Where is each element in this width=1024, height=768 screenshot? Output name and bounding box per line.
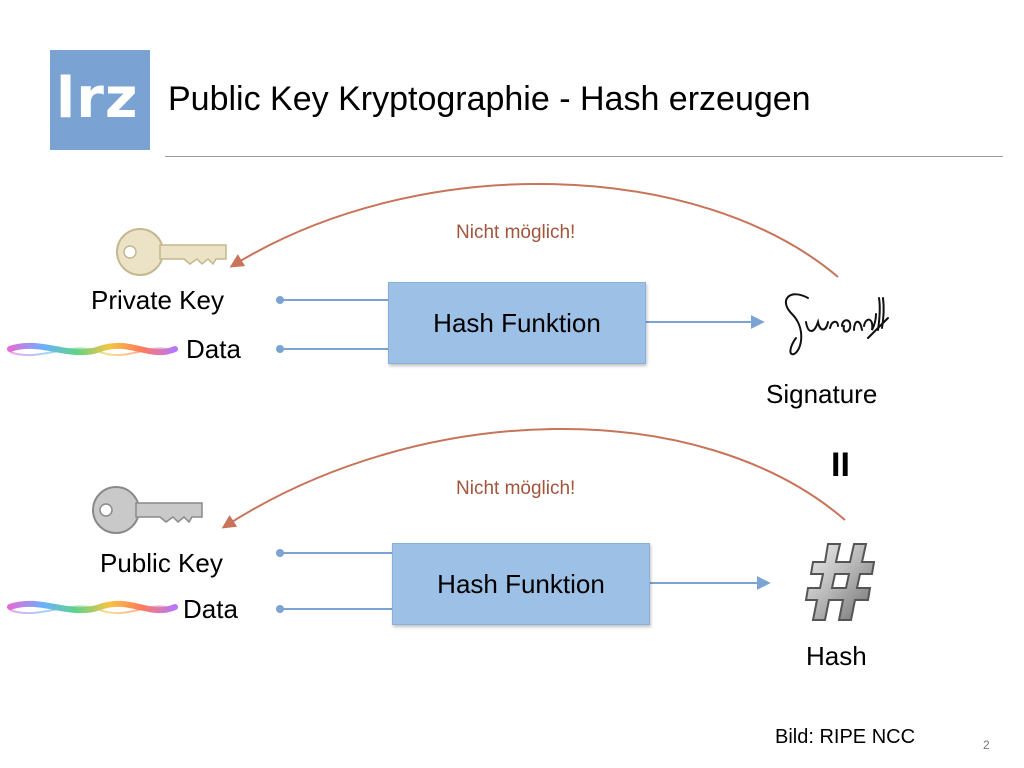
hash-label: Hash — [806, 641, 867, 671]
bottom-not-possible-note: Nicht möglich! — [456, 478, 576, 499]
bottom-return-arrow — [221, 427, 846, 529]
top-data-label: Data — [186, 334, 241, 364]
key-icon — [116, 228, 227, 276]
data-stream-icon — [7, 342, 178, 357]
title-divider — [165, 156, 1003, 157]
public-key-label: Public Key — [100, 548, 223, 578]
equals-sign: II — [831, 446, 850, 484]
top-hash-function-label: Hash Funktion — [433, 307, 601, 338]
hash-icon — [804, 543, 876, 621]
data-stream-icon — [7, 600, 178, 615]
bottom-hash-function-box: Hash Funktion — [392, 543, 650, 625]
private-key-label: Private Key — [91, 285, 224, 315]
top-not-possible-note: Nicht möglich! — [456, 222, 576, 243]
bottom-hash-function-label: Hash Funktion — [437, 568, 605, 599]
slide-title: Public Key Kryptographie - Hash erzeugen — [168, 80, 811, 118]
lrz-logo-text: lrz — [56, 66, 139, 131]
signature-icon — [785, 293, 889, 356]
image-credit: Bild: RIPE NCC — [775, 726, 916, 748]
signature-label: Signature — [766, 379, 878, 409]
top-return-arrow — [229, 182, 839, 278]
lrz-logo — [50, 50, 150, 150]
page-number: 2 — [983, 738, 990, 752]
key-icon — [92, 486, 203, 534]
top-hash-function-box: Hash Funktion — [388, 282, 646, 364]
bottom-data-label: Data — [183, 594, 238, 624]
